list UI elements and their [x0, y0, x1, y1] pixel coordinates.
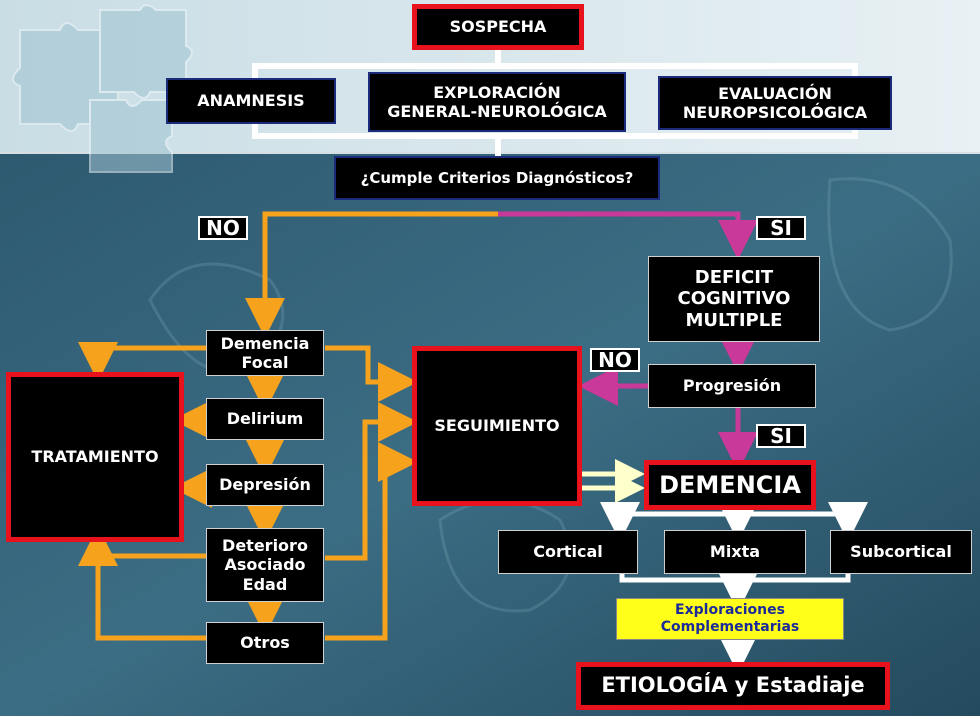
- delirium-label: Delirium: [226, 409, 304, 429]
- depresion-node: Depresión: [206, 464, 324, 506]
- exploraciones-label: Exploraciones Complementarias: [660, 602, 800, 635]
- subcortical-label: Subcortical: [850, 542, 952, 562]
- demencia-focal-label: Demencia Focal: [220, 333, 310, 372]
- otros-label: Otros: [240, 633, 290, 653]
- exploraciones-node: Exploraciones Complementarias: [616, 598, 844, 640]
- exploracion-label: EXPLORACIÓN GENERAL-NEUROLÓGICA: [387, 82, 607, 121]
- deficit-node: DEFICIT COGNITIVO MULTIPLE: [648, 256, 820, 342]
- no-criterios-tag: NO: [198, 216, 248, 240]
- mixta-label: Mixta: [709, 542, 761, 562]
- otros-node: Otros: [206, 622, 324, 664]
- delirium-node: Delirium: [206, 398, 324, 440]
- etiologia-node: ETIOLOGÍA y Estadiaje: [576, 662, 890, 710]
- tratamiento-label: TRATAMIENTO: [31, 447, 159, 467]
- si-progresion-tag: SI: [756, 424, 806, 448]
- no-criterios-label: NO: [206, 216, 240, 240]
- deterioro-label: Deterioro Asociado Edad: [222, 536, 308, 594]
- subcortical-node: Subcortical: [830, 530, 972, 574]
- criterios-label: ¿Cumple Criterios Diagnósticos?: [360, 169, 634, 187]
- si-criterios-tag: SI: [756, 216, 806, 240]
- deficit-label: DEFICIT COGNITIVO MULTIPLE: [677, 266, 791, 331]
- cortical-node: Cortical: [498, 530, 638, 574]
- seguimiento-node: SEGUIMIENTO: [412, 346, 582, 506]
- exploracion-node: EXPLORACIÓN GENERAL-NEUROLÓGICA: [368, 72, 626, 132]
- si-criterios-label: SI: [770, 216, 792, 240]
- sospecha-label: SOSPECHA: [449, 17, 547, 37]
- depresion-label: Depresión: [219, 475, 311, 495]
- etiologia-label: ETIOLOGÍA y Estadiaje: [601, 673, 865, 698]
- criterios-node: ¿Cumple Criterios Diagnósticos?: [334, 156, 660, 200]
- demencia-focal-node: Demencia Focal: [206, 330, 324, 376]
- tratamiento-node: TRATAMIENTO: [6, 372, 184, 542]
- sospecha-node: SOSPECHA: [412, 4, 584, 50]
- no-progresion-label: NO: [598, 348, 632, 372]
- progresion-label: Progresión: [682, 376, 782, 396]
- progresion-node: Progresión: [648, 364, 816, 408]
- evaluacion-node: EVALUACIÓN NEUROPSICOLÓGICA: [658, 76, 892, 130]
- si-progresion-label: SI: [770, 424, 792, 448]
- anamnesis-node: ANAMNESIS: [166, 78, 336, 124]
- evaluacion-label: EVALUACIÓN NEUROPSICOLÓGICA: [682, 83, 868, 122]
- seguimiento-label: SEGUIMIENTO: [434, 416, 560, 436]
- demencia-node: DEMENCIA: [644, 460, 816, 510]
- no-progresion-tag: NO: [590, 348, 640, 372]
- anamnesis-label: ANAMNESIS: [197, 91, 305, 111]
- demencia-label: DEMENCIA: [659, 470, 801, 499]
- mixta-node: Mixta: [664, 530, 806, 574]
- cortical-label: Cortical: [533, 542, 603, 562]
- deterioro-node: Deterioro Asociado Edad: [206, 528, 324, 602]
